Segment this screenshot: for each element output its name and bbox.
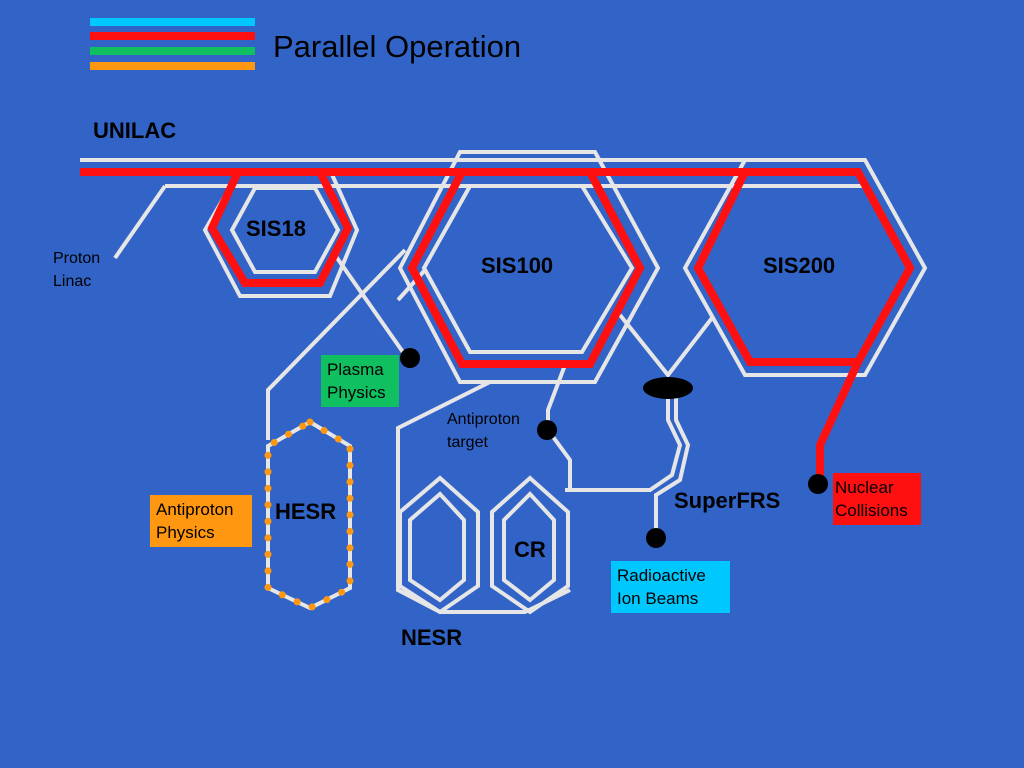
nuclear-collisions-line-2: Collisions (835, 501, 908, 520)
hesr-dot (346, 527, 354, 535)
sis18-label: SIS18 (246, 216, 306, 241)
legend-bar-red (90, 32, 255, 40)
superfrs-line-left (565, 395, 683, 492)
radioactive-ion-beams-line-2: Ion Beams (617, 589, 699, 608)
antiproton-target-line-2: target (447, 434, 488, 451)
plasma-line (333, 253, 407, 357)
hesr-dot (346, 445, 354, 453)
hesr-dot (264, 567, 272, 575)
sis200-label: SIS200 (763, 253, 836, 278)
hesr-dot (306, 418, 314, 426)
antiproton-target-line-1: Antiproton (447, 411, 520, 428)
sis18-red-ring (207, 168, 353, 287)
legend-bar-green (90, 47, 255, 55)
antiproton-physics-box: Antiproton Physics (150, 495, 252, 547)
nesr-label: NESR (401, 625, 463, 650)
hesr-dot (334, 435, 342, 443)
hesr-dot (346, 494, 354, 502)
radioactive-ion-beams-box: Radioactive Ion Beams (611, 561, 730, 613)
active-beam-path (80, 168, 915, 484)
hesr-dot (264, 534, 272, 542)
hesr-dot (264, 484, 272, 492)
antiproton-transfer-line (396, 268, 427, 302)
hesr-dot (346, 511, 354, 519)
legend-bar-orange (90, 62, 255, 70)
antiproton-physics-line-1: Antiproton (156, 500, 234, 519)
sis100-label: SIS100 (481, 253, 554, 278)
nuclear-collisions-red-line (816, 360, 862, 484)
hesr-dot (278, 591, 286, 599)
nuclear-collisions-line-1: Nuclear (835, 478, 894, 497)
hesr-dot (320, 427, 328, 434)
hesr-transfer-line (266, 248, 407, 440)
nuclear-collisions-box: Nuclear Collisions (833, 473, 921, 525)
proton-linac-line (113, 184, 167, 260)
hesr-label: HESR (275, 499, 337, 524)
nuclear-collisions-dot (808, 474, 828, 494)
hesr-dot (308, 603, 316, 611)
proton-linac-line-2: Linac (53, 273, 92, 290)
hesr-dot (264, 468, 272, 476)
unilac-beamline-top (80, 158, 928, 377)
legend-bar-cyan (90, 18, 255, 26)
hesr-dot (323, 596, 331, 604)
sis100-red-ring (407, 168, 645, 368)
unilac-label: UNILAC (93, 118, 177, 143)
hesr-dot (293, 598, 301, 606)
hesr-dot (346, 577, 354, 585)
antiproton-physics-line-2: Physics (156, 523, 215, 542)
radioactive-ion-beams-line-1: Radioactive (617, 566, 706, 585)
hesr-dot (264, 550, 272, 558)
page-title: Parallel Operation (273, 29, 522, 64)
hesr-dot (299, 422, 307, 430)
sis18-ring-inner (229, 186, 341, 274)
cr-label: CR (514, 537, 546, 562)
proton-linac-label: Proton Linac (53, 247, 100, 293)
hesr-dot (285, 430, 292, 438)
cr-ring-outer (490, 475, 570, 615)
hesr-dot (346, 478, 354, 486)
proton-linac-line-1: Proton (53, 250, 101, 267)
hesr-dot (346, 560, 354, 568)
superfrs-label: SuperFRS (674, 488, 781, 513)
superfrs-target-icon (643, 377, 693, 399)
nesr-ring-outer (398, 475, 480, 615)
legend-bars (90, 18, 255, 70)
target-dots (400, 348, 828, 548)
plasma-physics-box: Plasma Physics (321, 355, 399, 407)
hesr-dots (264, 418, 354, 611)
sis100-ring-outer (397, 150, 661, 384)
plasma-physics-line-1: Plasma (327, 360, 384, 379)
radioactive-beam-dot (646, 528, 666, 548)
plasma-physics-line-2: Physics (327, 383, 386, 402)
hesr-dot (270, 439, 278, 446)
hesr-dot (346, 544, 354, 552)
beamlines (80, 150, 928, 615)
superfrs-line (618, 313, 714, 379)
sis100-ring-inner (421, 184, 635, 354)
antiproton-target-label: Antiproton target (447, 408, 520, 454)
antiproton-target-dot (537, 420, 557, 440)
nesr-ring-inner (408, 491, 466, 603)
plasma-target-dot (400, 348, 420, 368)
hesr-dot (264, 517, 272, 525)
hesr-dot (264, 501, 272, 509)
cr-ring-inner (502, 491, 556, 603)
hesr-dot (346, 461, 354, 469)
hesr-dot (264, 451, 272, 459)
hesr-dot (264, 583, 272, 591)
hesr-dot (338, 588, 346, 596)
superfrs-line-right (654, 395, 691, 538)
